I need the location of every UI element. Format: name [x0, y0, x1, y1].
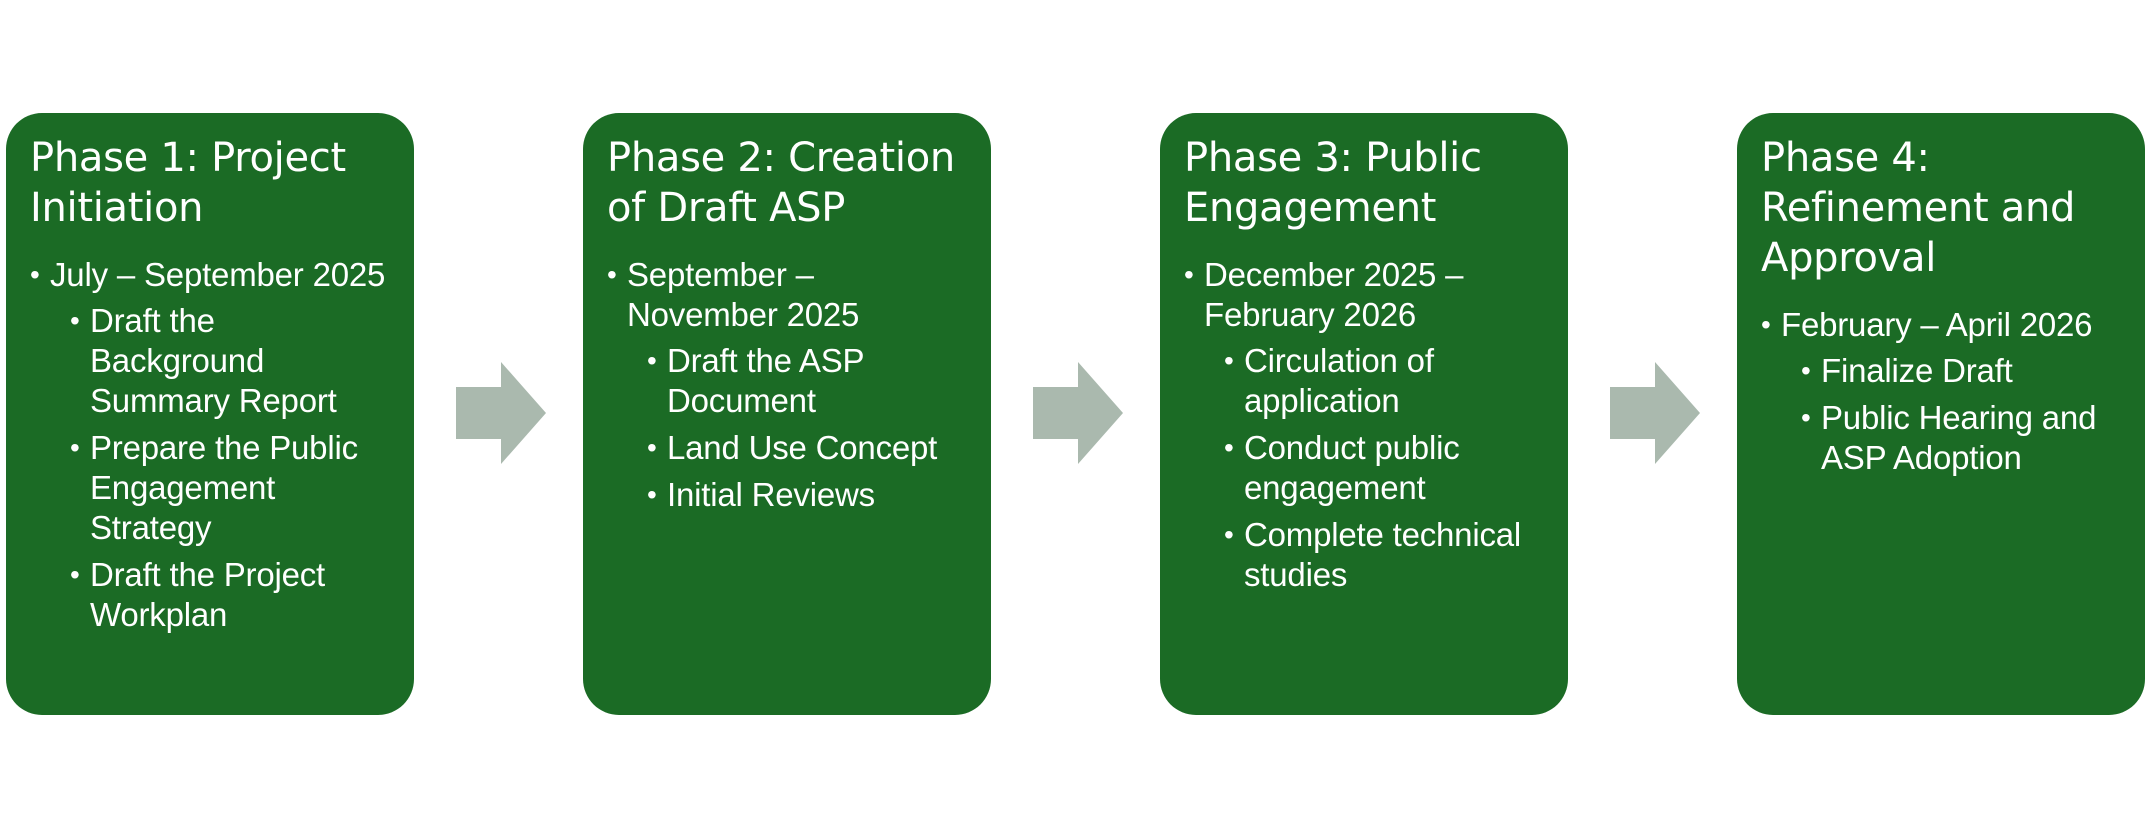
- task-item: • Land Use Concept: [647, 428, 971, 468]
- phase-card-3: Phase 3: Public Engagement • December 20…: [1160, 113, 1568, 715]
- task-text: Finalize Draft: [1821, 352, 2013, 389]
- bullet-icon: •: [647, 345, 657, 376]
- task-text: Complete technical studies: [1244, 516, 1522, 593]
- arrow-right-icon: [1033, 362, 1123, 464]
- phase-card-4: Phase 4: Refinement and Approval • Febru…: [1737, 113, 2145, 715]
- phase-title: Phase 3: Public Engagement: [1184, 135, 1482, 231]
- bullet-icon: •: [30, 259, 40, 290]
- phase-card-2: Phase 2: Creation of Draft ASP • Septemb…: [583, 113, 991, 715]
- phase-bullets: • December 2025 – February 2026 • Circul…: [1184, 255, 1548, 595]
- task-text: Conduct public engagement: [1244, 429, 1460, 506]
- timeframe-text: February – April 2026: [1781, 306, 2093, 343]
- task-item: • Draft the Background Summary Report: [70, 301, 394, 421]
- task-item: • Prepare the Public Engagement Strategy: [70, 428, 394, 548]
- timeframe-item: • February – April 2026 • Finalize Draft…: [1761, 305, 2125, 478]
- phase-title: Phase 2: Creation of Draft ASP: [607, 135, 955, 231]
- task-item: • Draft the Project Workplan: [70, 555, 394, 635]
- bullet-icon: •: [1184, 259, 1194, 290]
- task-text: Draft the Background Summary Report: [90, 302, 337, 419]
- arrow-right-icon: [456, 362, 546, 464]
- bullet-icon: •: [70, 432, 80, 463]
- task-list: • Finalize Draft • Public Hearing and AS…: [1781, 351, 2125, 478]
- phase-title: Phase 1: Project Initiation: [30, 135, 346, 231]
- task-item: • Public Hearing and ASP Adoption: [1801, 398, 2125, 478]
- timeframe-text: September – November 2025: [627, 256, 860, 333]
- task-list: • Draft the ASP Document • Land Use Conc…: [627, 341, 971, 515]
- bullet-icon: •: [647, 479, 657, 510]
- task-text: Circulation of application: [1244, 342, 1434, 419]
- phase-title: Phase 4: Refinement and Approval: [1761, 135, 2076, 281]
- phase-card-1: Phase 1: Project Initiation • July – Sep…: [6, 113, 414, 715]
- timeframe-text: July – September 2025: [50, 256, 386, 293]
- arrow-right-icon: [1610, 362, 1700, 464]
- task-item: • Conduct public engagement: [1224, 428, 1548, 508]
- arrow-shape: [1033, 362, 1123, 464]
- task-list: • Circulation of application • Conduct p…: [1204, 341, 1548, 595]
- bullet-icon: •: [1801, 355, 1811, 386]
- task-text: Draft the ASP Document: [667, 342, 864, 419]
- task-item: • Draft the ASP Document: [647, 341, 971, 421]
- bullet-icon: •: [1224, 345, 1234, 376]
- timeframe-item: • December 2025 – February 2026 • Circul…: [1184, 255, 1548, 595]
- task-text: Prepare the Public Engagement Strategy: [90, 429, 358, 546]
- task-text: Initial Reviews: [667, 476, 875, 513]
- bullet-icon: •: [70, 305, 80, 336]
- task-text: Public Hearing and ASP Adoption: [1821, 399, 2097, 476]
- task-text: Land Use Concept: [667, 429, 938, 466]
- timeframe-item: • July – September 2025 • Draft the Back…: [30, 255, 394, 635]
- task-list: • Draft the Background Summary Report • …: [50, 301, 394, 635]
- task-item: • Circulation of application: [1224, 341, 1548, 421]
- timeframe-text: December 2025 – February 2026: [1204, 256, 1464, 333]
- timeframe-item: • September – November 2025 • Draft the …: [607, 255, 971, 515]
- task-item: • Finalize Draft: [1801, 351, 2125, 391]
- phase-bullets: • September – November 2025 • Draft the …: [607, 255, 971, 515]
- arrow-shape: [1610, 362, 1700, 464]
- task-item: • Complete technical studies: [1224, 515, 1548, 595]
- task-text: Draft the Project Workplan: [90, 556, 326, 633]
- bullet-icon: •: [70, 559, 80, 590]
- task-item: • Initial Reviews: [647, 475, 971, 515]
- bullet-icon: •: [647, 432, 657, 463]
- bullet-icon: •: [1224, 432, 1234, 463]
- arrow-shape: [456, 362, 546, 464]
- phase-bullets: • February – April 2026 • Finalize Draft…: [1761, 305, 2125, 478]
- phase-bullets: • July – September 2025 • Draft the Back…: [30, 255, 394, 635]
- bullet-icon: •: [607, 259, 617, 290]
- bullet-icon: •: [1801, 402, 1811, 433]
- bullet-icon: •: [1761, 309, 1771, 340]
- bullet-icon: •: [1224, 519, 1234, 550]
